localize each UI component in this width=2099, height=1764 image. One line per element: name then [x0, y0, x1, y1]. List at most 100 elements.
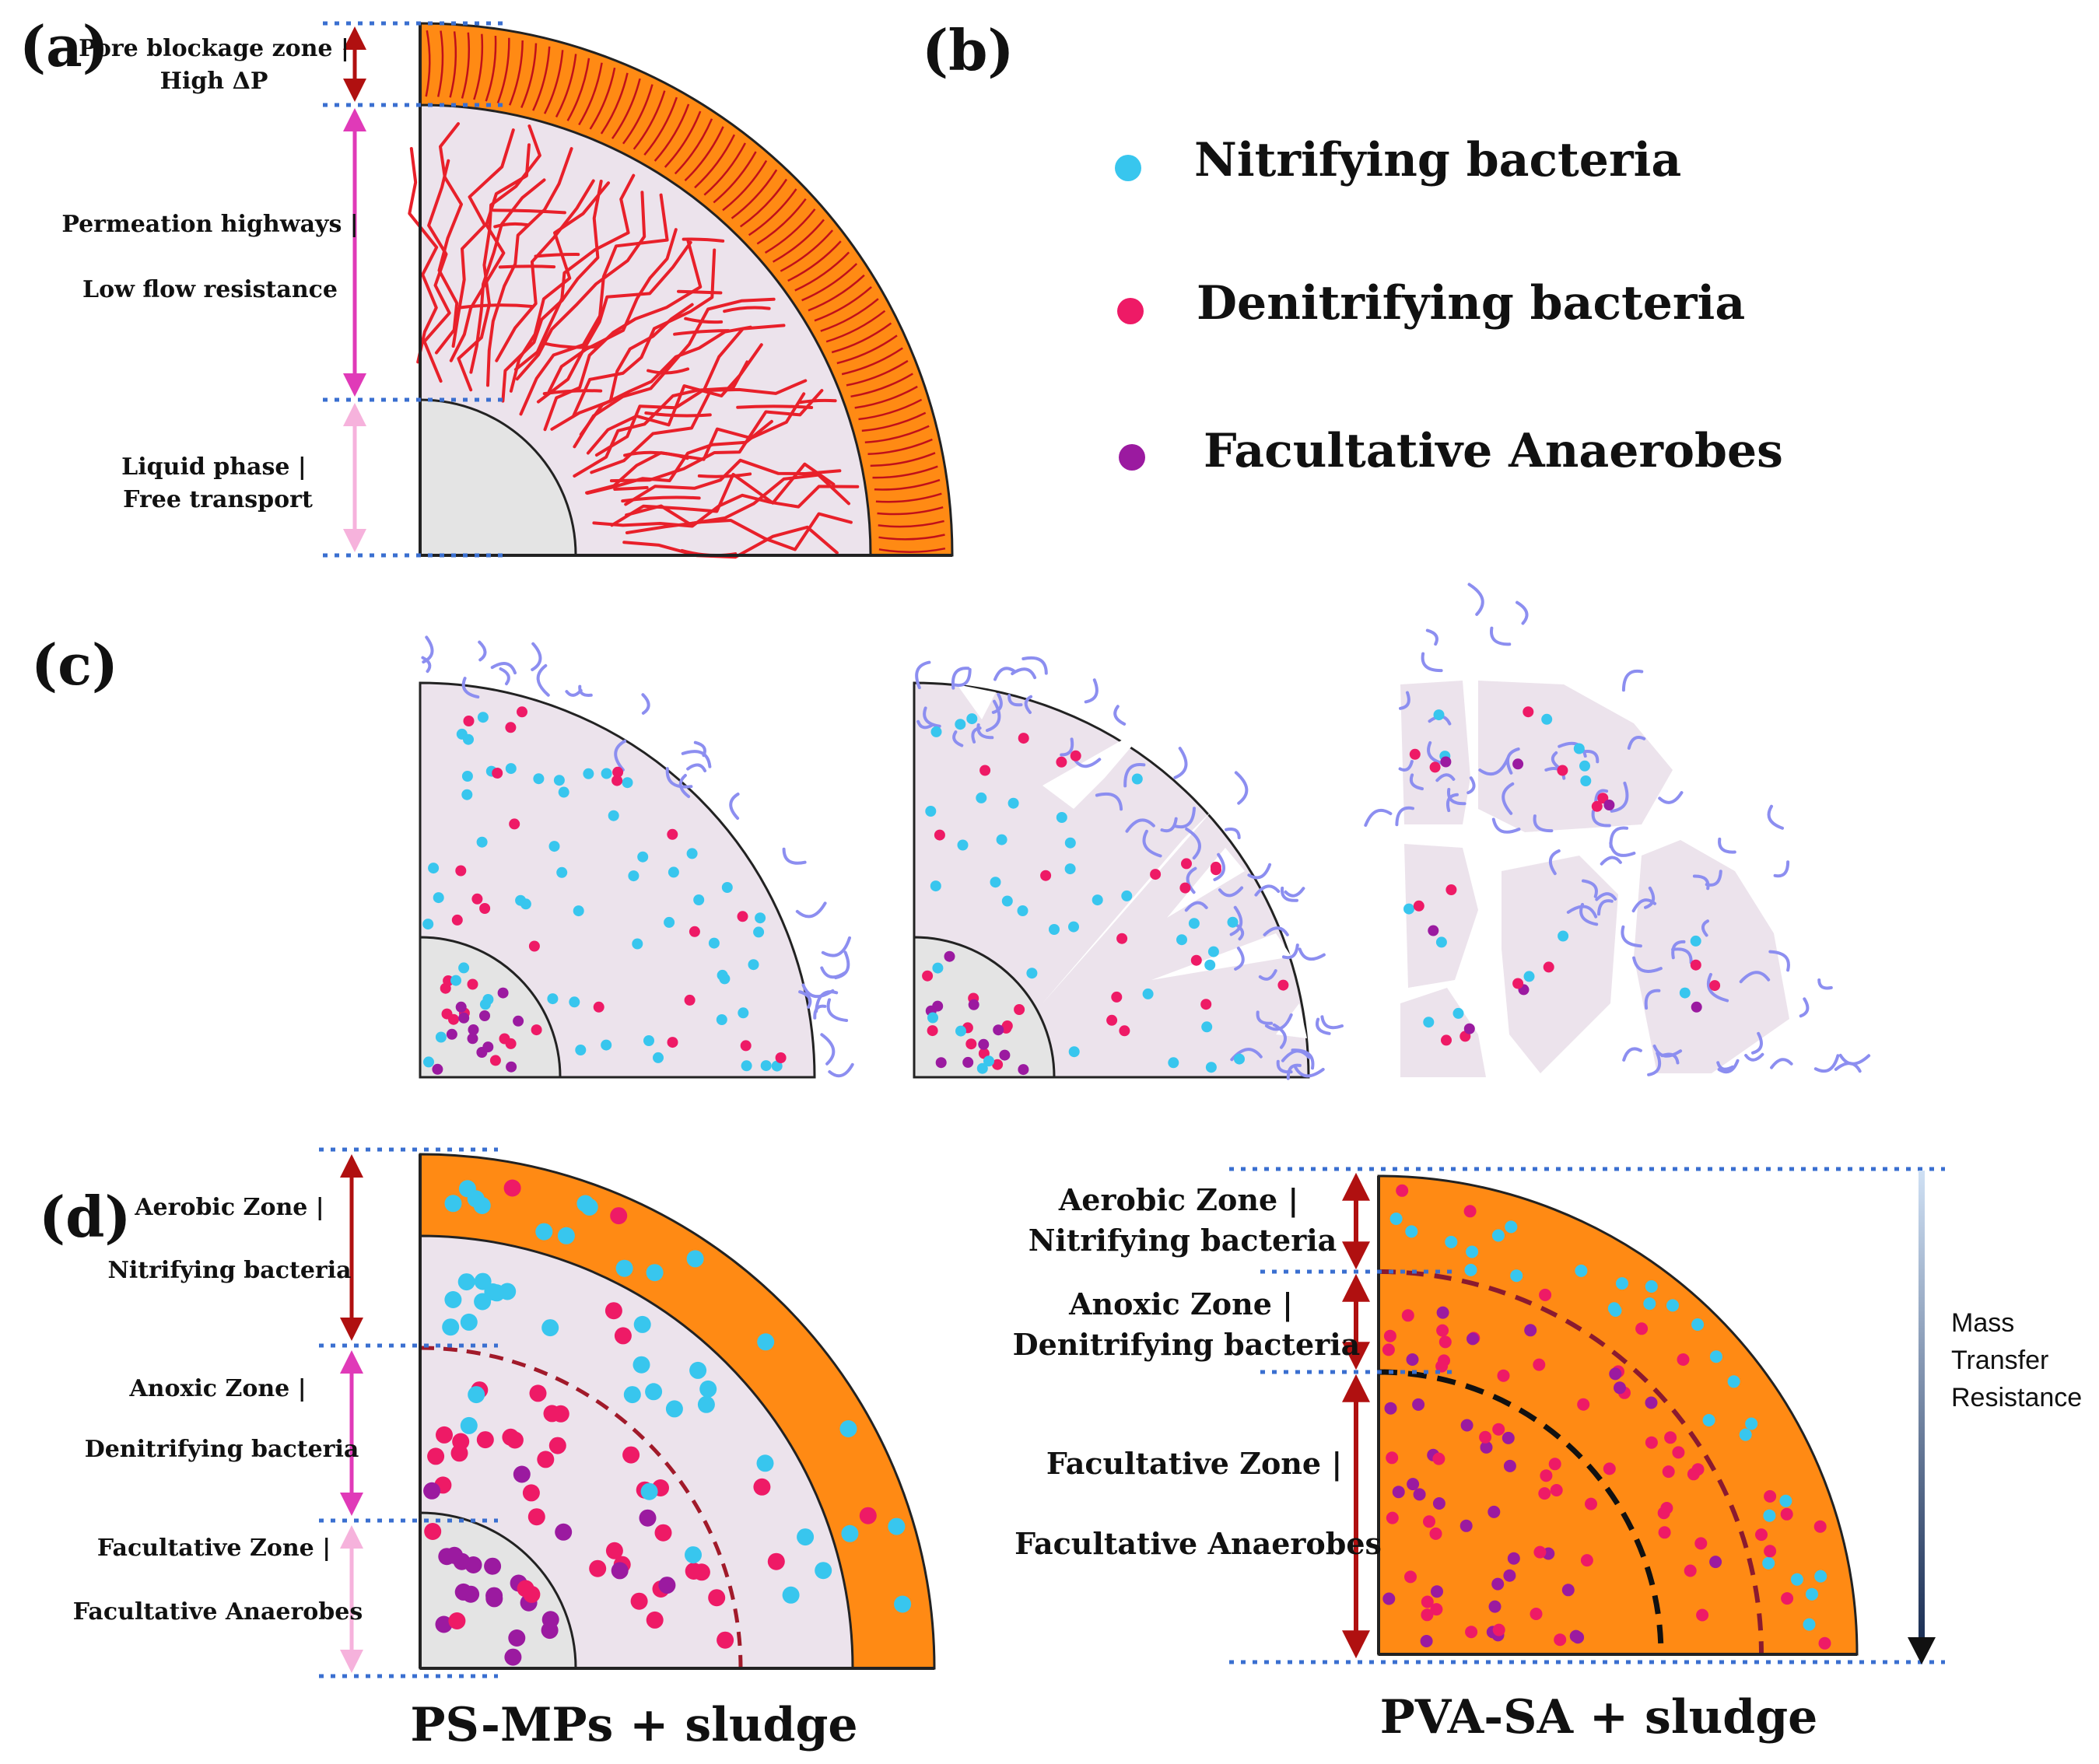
denitrifying-dot [1664, 1431, 1677, 1444]
denitrifying-dot [611, 775, 623, 786]
nitrifying-dot [645, 1383, 663, 1401]
nitrifying-dot [601, 1039, 612, 1051]
polymer-fiber [1173, 747, 1188, 779]
nitrifying-dot [1049, 924, 1060, 935]
denitrifying-dot [1429, 1527, 1442, 1540]
polymer-fiber [1600, 856, 1622, 866]
denitrifying-dot [717, 1631, 734, 1649]
facultative-dot [455, 1001, 467, 1013]
polymer-fiber [421, 656, 432, 674]
facultative-dot [497, 987, 509, 999]
shell-wave-line [878, 520, 944, 528]
nitrifying-dot [520, 898, 531, 910]
denitrifying-dot [689, 926, 700, 937]
polymer-fiber [1425, 628, 1438, 646]
legend-nitrifying-dot [1115, 155, 1141, 181]
polymer-fiber [1621, 669, 1644, 692]
denitrifying-dot [479, 903, 491, 914]
nitrifying-dot [1727, 1375, 1740, 1388]
polymer-fiber [1491, 817, 1521, 834]
denitrifying-dot [622, 1446, 640, 1464]
polymer-fiber [1286, 1063, 1302, 1080]
facultative-dot [1503, 1569, 1516, 1582]
denitrifying-dot [471, 893, 483, 905]
denitrifying-dot [605, 1542, 623, 1559]
dr-zone2-line1: Anoxic Zone | [1068, 1286, 1293, 1321]
denitrifying-dot [528, 940, 540, 952]
polymer-fiber [828, 1062, 854, 1078]
facultative-dot [1691, 1001, 1702, 1013]
polymer-fiber [536, 663, 550, 697]
polymer-fiber [1597, 899, 1614, 916]
polymer-fiber [952, 730, 964, 747]
shell-wave-line [461, 32, 471, 99]
denitrifying-dot [1479, 1430, 1492, 1444]
c2-crack [1276, 1003, 1307, 1038]
nitrifying-dot [741, 1060, 752, 1072]
shell-wave-line [703, 142, 747, 196]
facultative-dot [432, 1063, 443, 1075]
facultative-dot [1459, 1519, 1473, 1532]
permeation-branch [534, 253, 580, 258]
permeation-branch [682, 237, 725, 243]
denitrifying-dot [476, 1431, 494, 1449]
nitrifying-dot [557, 1227, 575, 1244]
denitrifying-dot [614, 1327, 632, 1345]
permeation-channel [586, 419, 773, 495]
nitrifying-dot [930, 726, 942, 737]
facultative-dot [944, 950, 955, 962]
denitrifying-dot [1497, 1369, 1510, 1382]
denitrifying-dot [1657, 1507, 1670, 1520]
shell-wave-line [532, 46, 551, 111]
shell-wave-line [872, 465, 938, 479]
c3-fragment [1404, 844, 1478, 988]
nitrifying-dot [686, 848, 698, 859]
denitrifying-dot [1533, 1358, 1546, 1371]
shell-wave-line [436, 30, 444, 97]
shell-wave-line [772, 219, 825, 263]
facultative-dot [458, 1012, 470, 1024]
shell-wave-line [794, 251, 850, 292]
c2-cracks [957, 684, 1307, 1038]
nitrifying-dot [1068, 921, 1079, 933]
denitrifying-dot [467, 978, 478, 990]
polymer-fiber [578, 684, 593, 697]
denitrifying-dot [1543, 961, 1554, 973]
legend-denitrifying-label: Denitrifying bacteria [1197, 276, 1745, 331]
denitrifying-dot [1014, 1004, 1025, 1015]
polymer-fiber [1502, 782, 1515, 815]
polymer-fiber [490, 662, 517, 675]
polymer-fiber [1316, 1017, 1331, 1035]
permeation-channel [573, 297, 776, 449]
polymer-fiber [951, 667, 970, 690]
denitrifying-dot [630, 1592, 648, 1610]
nitrifying-dot [1558, 930, 1569, 942]
permeation-branch [621, 495, 701, 503]
dr-zone1-line1: Aerobic Zone | [1058, 1182, 1298, 1217]
denitrifying-dot [441, 1008, 453, 1020]
polymer-fiber [1770, 1058, 1793, 1069]
nitrifying-dot [841, 1524, 859, 1542]
nitrifying-dot [748, 959, 759, 971]
polymer-fiber [1658, 791, 1684, 804]
denitrifying-dot [489, 1055, 501, 1066]
polymer-fiber [1185, 827, 1201, 860]
dr-zone1-line2: Nitrifying bacteria [1028, 1223, 1337, 1258]
nitrifying-dot [548, 841, 560, 852]
nitrifying-dot [1679, 987, 1691, 999]
nitrifying-dot [444, 1291, 462, 1308]
nitrifying-dot [976, 1062, 988, 1074]
denitrifying-dot [1001, 1020, 1013, 1031]
c2-crack [1167, 848, 1245, 918]
permeation-branch [697, 472, 752, 478]
nitrifying-dot [653, 1052, 664, 1063]
nitrifying-dot [894, 1595, 912, 1613]
dl-caption: PS-MPs + sludge [410, 1698, 857, 1752]
dl-dots [423, 1179, 912, 1666]
shell-wave-line [722, 159, 768, 212]
nitrifying-dot [697, 1395, 715, 1413]
nitrifying-dot [457, 1273, 475, 1291]
nitrifying-dot [1645, 1280, 1658, 1293]
denitrifying-dot [1409, 748, 1421, 760]
panel-a-zone3-line1: Liquid phase | [121, 453, 307, 481]
